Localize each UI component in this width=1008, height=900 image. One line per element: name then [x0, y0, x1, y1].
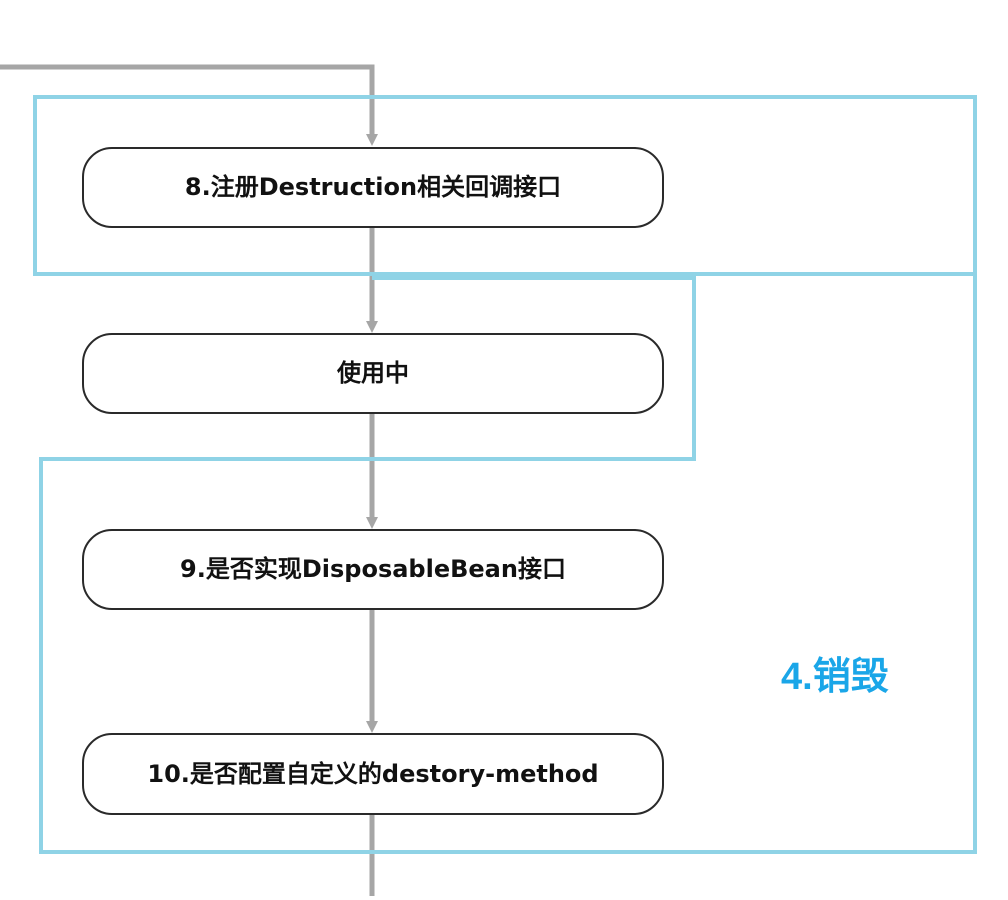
stage-frame-in-use — [372, 276, 696, 461]
flow-node-in-use: 使用中 — [82, 333, 664, 414]
flow-node-step-10: 10.是否配置自定义的destory-method — [82, 733, 664, 815]
stage-frame-destroy — [39, 274, 977, 854]
stage-label-destroy: 4.销毁 — [781, 656, 889, 698]
incoming-connector — [0, 64, 378, 146]
stage-frame-register — [33, 95, 977, 276]
node-label-step-10: 10.是否配置自定义的destory-method — [147, 759, 599, 788]
flow-node-step-9: 9.是否实现DisposableBean接口 — [82, 529, 664, 610]
node-label-in-use: 使用中 — [337, 359, 409, 388]
node-label-step-8: 8.注册Destruction相关回调接口 — [184, 173, 562, 202]
flow-node-step-8: 8.注册Destruction相关回调接口 — [82, 147, 664, 228]
node-label-step-9: 9.是否实现DisposableBean接口 — [180, 555, 566, 584]
